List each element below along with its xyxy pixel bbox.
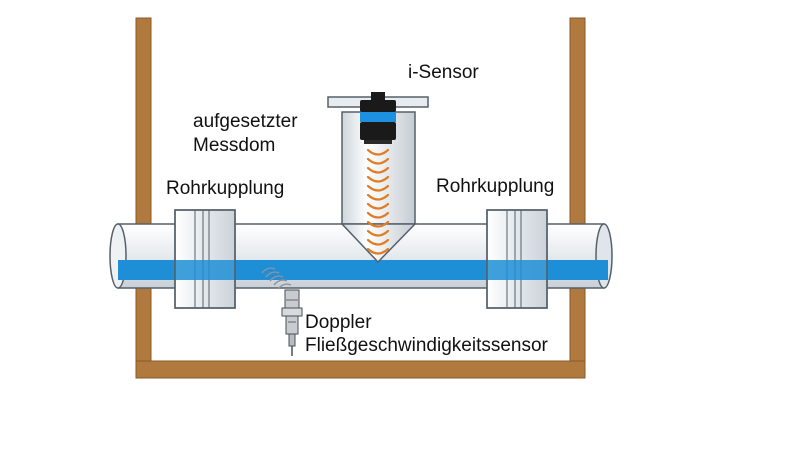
wave-arc — [366, 211, 390, 219]
pipe-coupling-left — [174, 209, 236, 309]
wave-arc — [366, 148, 390, 156]
wave-arc — [366, 247, 390, 255]
shaft-wall-right — [569, 17, 586, 379]
label-i-sensor: i-Sensor — [408, 62, 479, 83]
doppler-probe-icon — [281, 289, 303, 356]
wave-arc — [366, 193, 390, 201]
label-coupling-left: Rohrkupplung — [166, 178, 285, 199]
doppler-wave-arc — [269, 275, 284, 282]
wave-arc — [366, 229, 390, 237]
doppler-wave-arc — [273, 279, 288, 286]
doppler-wave-arc — [277, 283, 292, 290]
label-doppler-line1: Doppler — [305, 312, 372, 333]
water-flow — [118, 260, 608, 280]
doppler-signal-waves — [261, 267, 292, 290]
label-coupling-right: Rohrkupplung — [436, 176, 555, 197]
label-measuring-dome-line2: Messdom — [193, 135, 276, 156]
ultrasonic-level-sensor-icon — [360, 92, 396, 144]
wave-arc — [366, 202, 390, 210]
wave-arc — [366, 157, 390, 165]
doppler-wave-arc — [265, 271, 280, 278]
wave-arc — [366, 175, 390, 183]
wave-arc — [366, 184, 390, 192]
doppler-wave-arc — [261, 267, 276, 274]
pipe-coupling-right — [486, 209, 548, 309]
wave-arc — [366, 220, 390, 228]
shaft-floor — [135, 360, 586, 379]
ultrasonic-signal-waves — [366, 148, 390, 255]
label-doppler-line2: Fließgeschwindigkeitssensor — [305, 335, 548, 356]
label-measuring-dome-line1: aufgesetzter — [193, 111, 298, 132]
wave-arc — [366, 166, 390, 174]
shaft-wall-left — [135, 17, 152, 379]
wave-arc — [366, 238, 390, 246]
